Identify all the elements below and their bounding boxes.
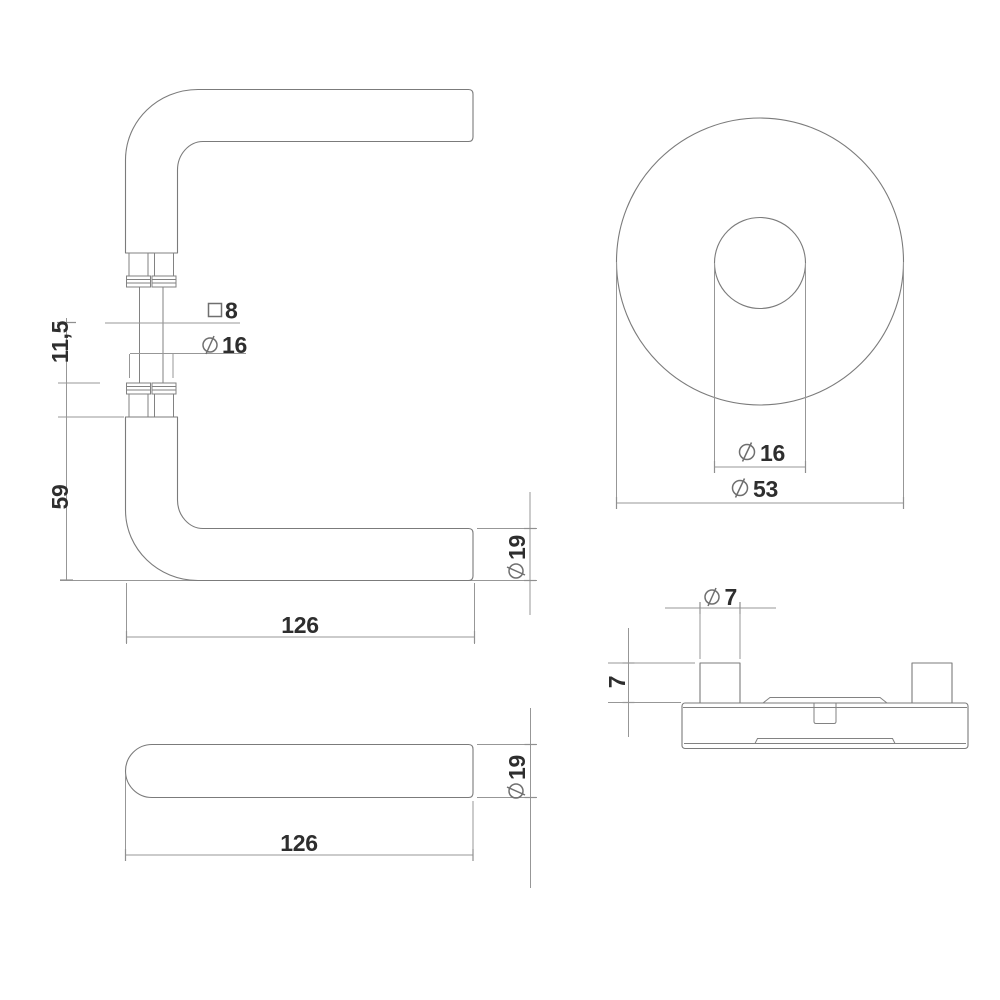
lever-lower-outline: [124, 416, 474, 582]
diameter-icon: [202, 335, 218, 355]
stem: [154, 393, 174, 418]
collar: [151, 275, 177, 288]
view-rosette-front: 16 53: [615, 117, 905, 509]
lever-top-outline: [124, 743, 474, 799]
spindle: [139, 287, 164, 383]
svg-text:19: 19: [504, 535, 530, 560]
lever-upper-outline: [124, 88, 474, 254]
dim-length: 126: [124, 775, 474, 861]
lever-upper-stems: [126, 252, 177, 288]
diameter-icon: [506, 563, 526, 579]
bottom-recess: [754, 738, 896, 744]
dim-label-bore-diameter: 16: [760, 440, 785, 466]
dim-peg-diameter: 7: [665, 584, 776, 659]
center-notch: [813, 703, 837, 724]
diameter-icon: [731, 478, 749, 498]
dim-label-lever-height: 59: [47, 485, 73, 510]
dim-peg-height: 7: [604, 628, 695, 737]
stem: [128, 252, 149, 277]
stem: [128, 393, 149, 418]
collar: [151, 382, 177, 395]
rosette-peg: [699, 662, 741, 704]
view-lever-side: 11,5 59 8 16 126: [47, 88, 537, 644]
dim-stem-and-height: 11,5 59: [47, 318, 124, 581]
dim-label-stem-height: 11,5: [47, 320, 73, 363]
rosette-bore-circle: [713, 216, 807, 310]
dim-label-peg-diameter: 7: [725, 584, 738, 610]
dim-length: 126: [125, 583, 476, 644]
dim-label-length: 126: [280, 830, 317, 856]
view-lever-top: 126 19: [124, 708, 537, 888]
dim-label-length: 126: [281, 612, 318, 638]
collar: [126, 275, 151, 288]
dim-neck-diameter: 16: [129, 332, 247, 378]
dim-bore-diameter: 16: [713, 440, 807, 473]
mounting-plate: [762, 697, 888, 704]
dim-label-grip-diameter: 19: [504, 535, 530, 579]
svg-text:19: 19: [504, 755, 530, 780]
dim-label-peg-height: 7: [604, 676, 630, 689]
dim-rosette-diameter: 53: [615, 476, 905, 509]
dim-label-neck-diameter: 16: [222, 332, 247, 358]
stem: [154, 252, 174, 277]
dim-label-grip-diameter: 19: [504, 755, 530, 799]
rosette-peg: [911, 662, 953, 704]
dim-spindle-square: 8: [105, 298, 240, 324]
rosette-base: [681, 702, 969, 750]
rosette-outer-circle: [615, 117, 905, 406]
diameter-icon: [704, 587, 720, 607]
lever-lower-stems: [126, 382, 177, 418]
dim-grip-diameter: 19: [477, 708, 537, 888]
view-rosette-side: 7 7: [604, 584, 969, 750]
diameter-icon: [506, 783, 526, 799]
collar: [126, 382, 151, 395]
dim-label-rosette-diameter: 53: [753, 476, 778, 502]
dim-label-spindle: 8: [225, 298, 238, 324]
dim-grip-diameter: 19: [477, 492, 537, 615]
diameter-icon: [738, 442, 756, 462]
square-icon: [207, 302, 223, 318]
